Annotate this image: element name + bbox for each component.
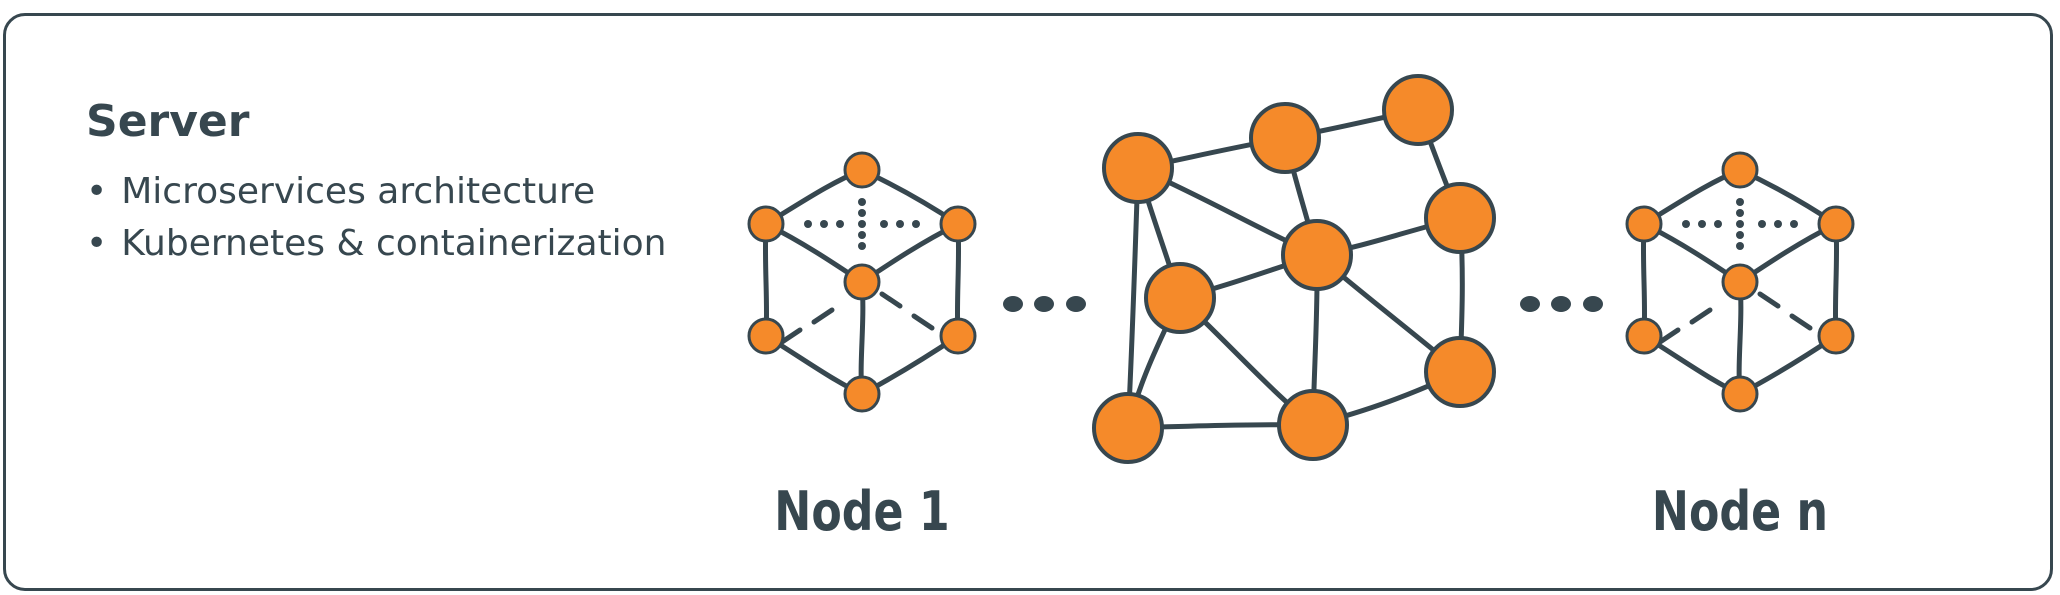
mesh-node <box>1092 392 1164 464</box>
server-frame <box>3 13 2053 591</box>
ellipsis-left <box>1003 296 1086 312</box>
feature-item: Kubernetes & containerization <box>86 218 666 270</box>
node-n-graph <box>1627 153 1853 411</box>
node-1-graph <box>749 153 975 411</box>
mesh-node <box>1382 74 1454 146</box>
mesh-node <box>1424 182 1496 254</box>
mesh-node <box>1144 262 1216 334</box>
mesh-network <box>1092 74 1496 464</box>
mesh-node <box>1249 102 1321 174</box>
mesh-node <box>1424 336 1496 408</box>
mesh-node <box>1277 389 1349 461</box>
ellipsis-right <box>1520 296 1603 312</box>
node-n-label: Node n <box>1651 480 1829 543</box>
mesh-node <box>1102 132 1174 204</box>
node-1-label: Node 1 <box>774 480 950 543</box>
server-title: Server <box>86 96 250 147</box>
server-features-list: Microservices architecture Kubernetes & … <box>86 166 666 270</box>
feature-item: Microservices architecture <box>86 166 666 218</box>
mesh-node <box>1281 219 1353 291</box>
